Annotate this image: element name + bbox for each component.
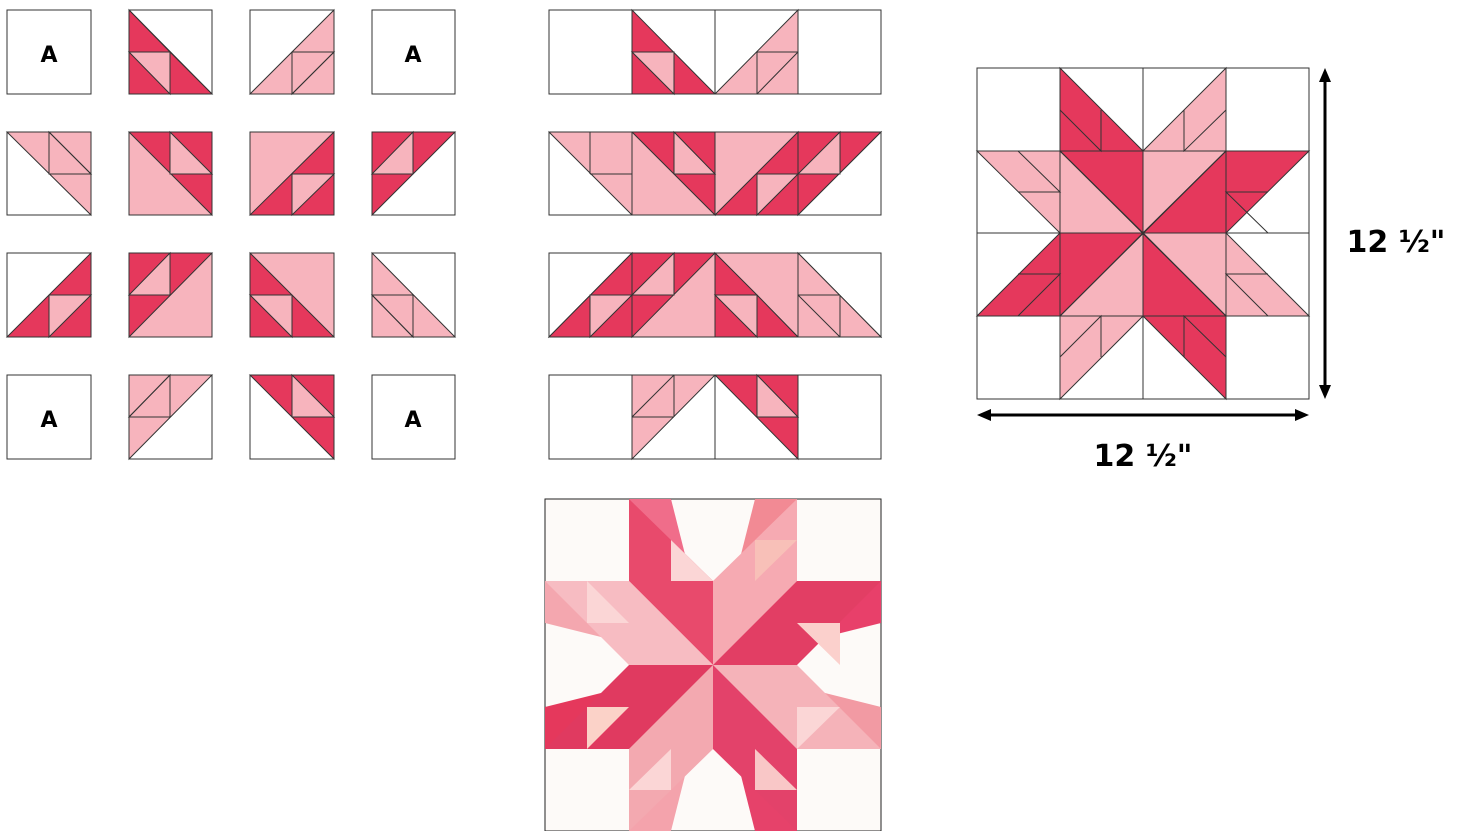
sewn-row-1: [549, 10, 881, 94]
exploded-block-grid: A A: [7, 10, 455, 459]
block-label: A: [404, 43, 421, 68]
block-a-r1c4: A: [372, 10, 455, 94]
width-dimension: [977, 409, 1309, 421]
block-r3c1: [7, 253, 91, 337]
block-r2c3: [250, 132, 334, 215]
block-label: A: [40, 408, 57, 433]
block-r3c2: [129, 253, 212, 337]
block-label: A: [40, 43, 57, 68]
block-r3c4: [372, 253, 455, 337]
block-label: A: [404, 408, 421, 433]
sewn-rows-panel: [549, 10, 881, 459]
block-a-r1c1: A: [7, 10, 91, 94]
block-r2c1: [7, 132, 91, 215]
block-r3c3: [250, 253, 334, 337]
sewn-row-4: [549, 375, 881, 459]
width-label: 12 ½": [1094, 439, 1193, 474]
block-a-r4c4: A: [372, 375, 455, 459]
block-r1c3: [250, 10, 334, 94]
block-r2c4: [372, 132, 455, 215]
block-a-r4c1: A: [7, 375, 91, 459]
block-r4c2: [129, 375, 212, 459]
fabric-photo-block: [545, 499, 881, 831]
height-label: 12 ½": [1347, 225, 1446, 260]
block-r1c2: [129, 10, 212, 94]
sewn-row-3: [549, 253, 881, 337]
block-r4c3: [250, 375, 334, 459]
sewn-row-2: [549, 132, 881, 215]
height-dimension: [1319, 68, 1331, 399]
finished-block: [977, 68, 1309, 399]
block-r2c2: [129, 132, 212, 215]
